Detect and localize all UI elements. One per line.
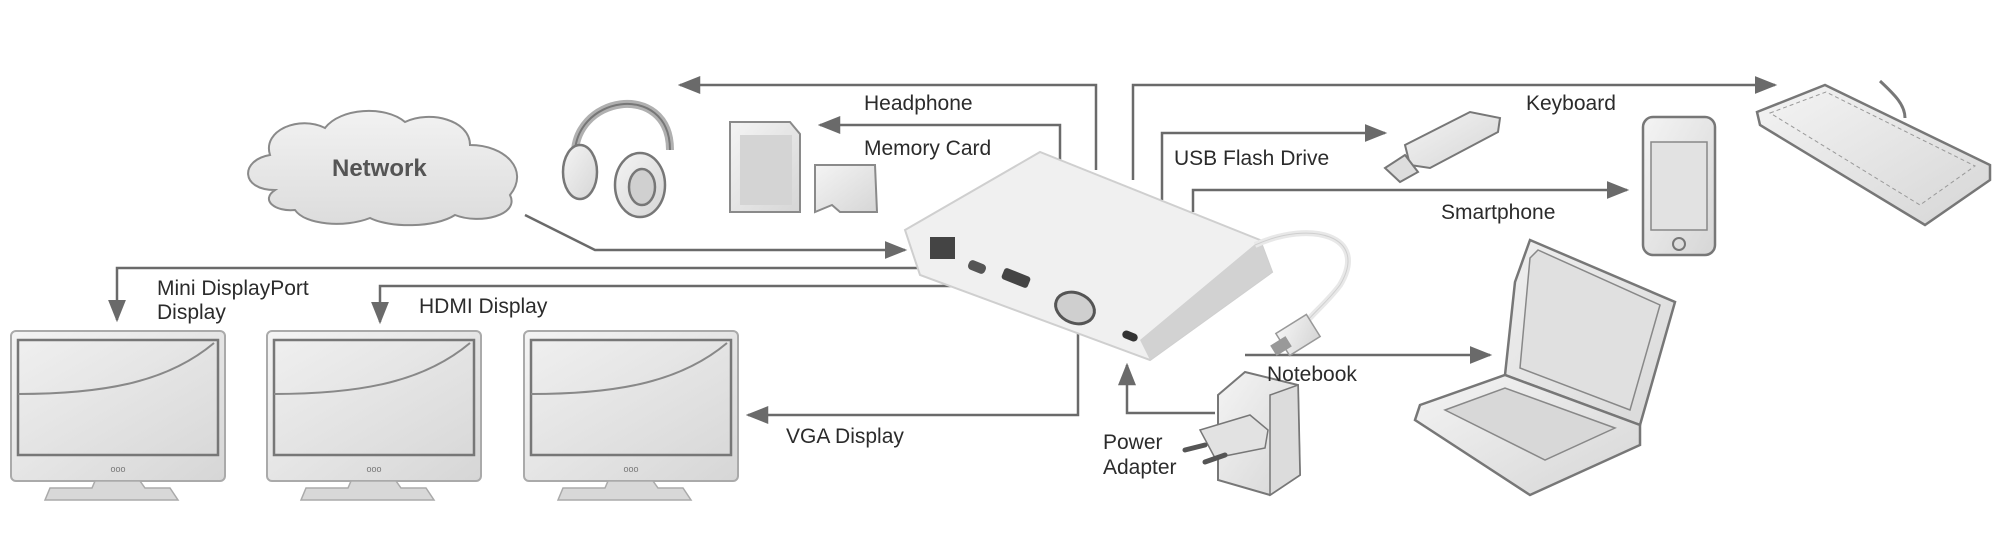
headphone-icon <box>561 100 674 219</box>
keyboard-icon <box>1755 79 1992 227</box>
power-adapter-label-line1: Power <box>1103 431 1163 454</box>
headphone-label: Headphone <box>864 92 973 115</box>
rj45-port <box>930 237 955 259</box>
memory-card-connector-line <box>817 116 1062 165</box>
usb-c-port <box>1122 330 1138 342</box>
power-adapter-label-line2: Adapter <box>1103 456 1177 479</box>
vga-display-label: VGA Display <box>786 425 904 448</box>
usb-flash-drive-label: USB Flash Drive <box>1174 147 1330 170</box>
hdmi-connector-line <box>371 284 1010 325</box>
network-label: Network <box>332 155 427 182</box>
svg-text:ooo: ooo <box>110 464 125 474</box>
mini-dp-port <box>967 260 987 274</box>
vga-connector-line <box>745 310 1080 424</box>
usb-flash-connector-line <box>1160 124 1388 200</box>
mini-dp-label-line1: Mini DisplayPort <box>157 277 309 300</box>
vga-port <box>1054 290 1096 326</box>
monitor-vga-icon: ooo <box>523 330 739 501</box>
hdmi-port <box>1001 268 1031 288</box>
notebook-label: Notebook <box>1267 363 1357 386</box>
smartphone-connector-line <box>1191 181 1630 212</box>
monitor-mini-dp-icon: ooo <box>10 330 226 501</box>
power-connector-line <box>1118 362 1215 415</box>
mini-dp-label-line2: Display <box>157 301 226 324</box>
svg-text:ooo: ooo <box>366 464 381 474</box>
hdmi-display-label: HDMI Display <box>419 295 548 318</box>
monitor-hdmi-icon: ooo <box>266 330 482 501</box>
network-connector-line <box>524 213 908 259</box>
docking-station-icon <box>903 150 1351 362</box>
power-adapter-icon <box>1182 370 1302 497</box>
network-cloud-icon <box>247 110 519 227</box>
mini-dp-connector-line <box>108 266 975 323</box>
usb-flash-drive-icon <box>1383 110 1502 184</box>
headphone-connector-line <box>677 76 1098 170</box>
memory-card-label: Memory Card <box>864 137 992 160</box>
notebook-icon <box>1413 238 1677 497</box>
keyboard-connector-line <box>1131 76 1778 180</box>
keyboard-label: Keyboard <box>1526 92 1616 115</box>
svg-text:ooo: ooo <box>623 464 638 474</box>
smartphone-label: Smartphone <box>1441 201 1556 224</box>
smartphone-icon <box>1641 115 1717 257</box>
memory-card-icon <box>729 121 879 214</box>
